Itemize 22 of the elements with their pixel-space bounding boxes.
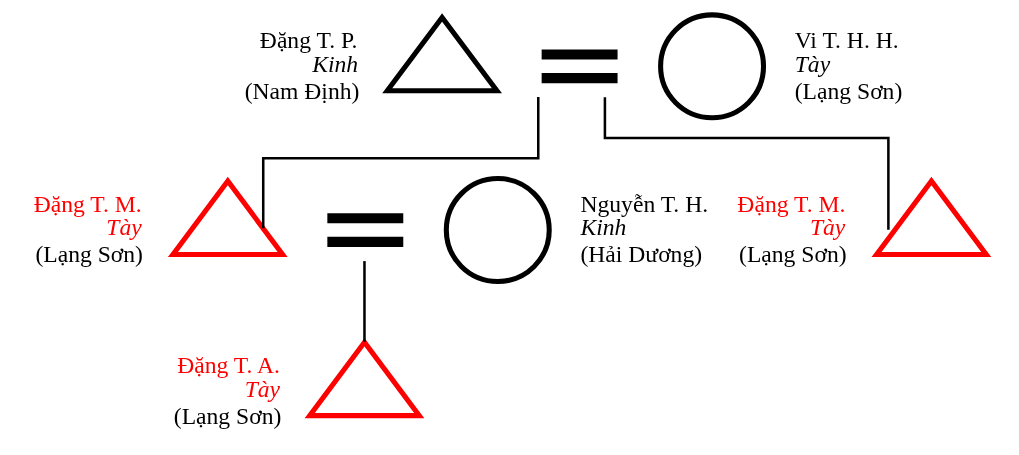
node-triangle: [304, 338, 424, 419]
connector: [261, 97, 540, 229]
node-triangle: [871, 176, 991, 258]
node-label: Tày: [105, 214, 142, 241]
node-label: (Lạng Sơn): [738, 241, 847, 268]
node-label: Tày: [809, 214, 845, 241]
node-label: Đặng T. M.: [33, 190, 142, 217]
connector: [603, 97, 890, 230]
node-label: (Lạng Sơn): [34, 241, 143, 268]
node-label: (Nam Định): [244, 77, 359, 104]
node-label: (Hải Dương): [579, 241, 702, 268]
node-label: Tày: [244, 375, 280, 402]
node-label: (Lạng Sơn): [794, 77, 902, 104]
node-label: (Lạng Sơn): [173, 402, 281, 429]
node-label: Đặng T. M.: [736, 190, 845, 217]
node-label: Nguyễn T. H.: [579, 190, 708, 217]
node-triangle: [167, 176, 288, 258]
node-circle: [657, 12, 766, 121]
connector: [362, 261, 366, 342]
node-circle: [443, 176, 552, 284]
node-label: Đặng T. A.: [176, 351, 280, 378]
node-triangle: [381, 13, 502, 94]
